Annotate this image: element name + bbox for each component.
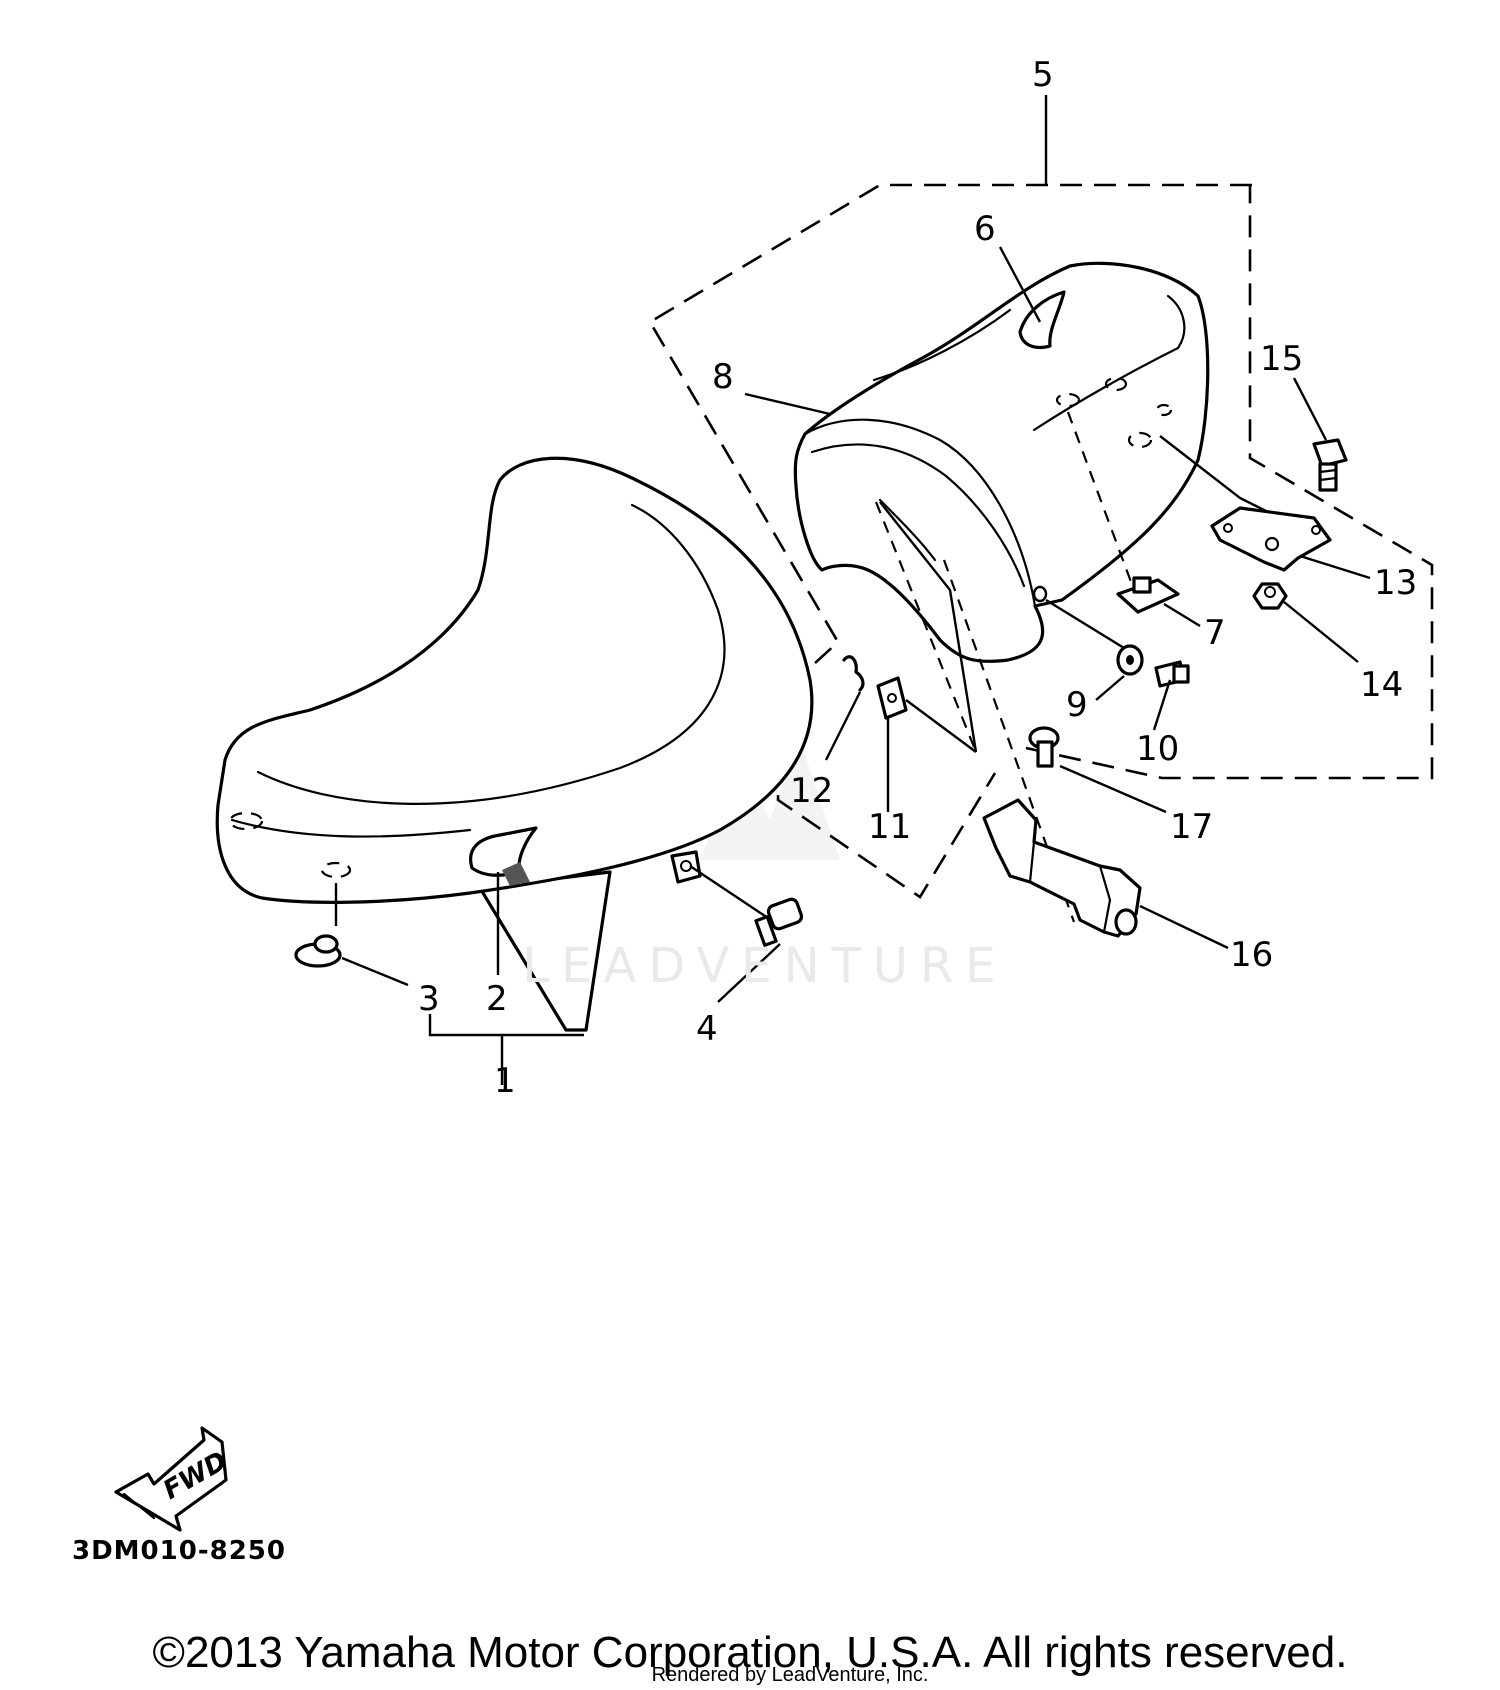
square-nut-part-11 (876, 676, 908, 720)
rear-seat-edge (803, 418, 1037, 608)
callout-8: 8 (712, 357, 734, 397)
assembly-line-7 (1066, 411, 1136, 591)
callout-8-leader (744, 392, 831, 416)
bolt-part-15 (1312, 438, 1348, 492)
nut-part-14 (1252, 582, 1288, 610)
assembly-line-9 (1045, 598, 1125, 650)
front-seat-bracket-hole (680, 860, 692, 872)
latch-part-16 (982, 798, 1142, 938)
callout-2: 2 (486, 979, 508, 1019)
rear-seat-left-seam (872, 308, 1012, 382)
callout-3-leader (341, 956, 409, 987)
rendered-by-notice: Rendered by LeadVenture, Inc. (651, 1664, 929, 1686)
callout-4: 4 (696, 1009, 718, 1049)
front-seat-hole-bottom (320, 861, 352, 879)
hook-part-6 (1018, 290, 1066, 350)
callout-15-leader (1292, 377, 1328, 441)
assembly-5-boundary (648, 183, 1434, 899)
fwd-arrow-icon: FWD (114, 1426, 232, 1532)
rear-seat-top-seam (1032, 294, 1186, 432)
assembly-line-11c (905, 699, 977, 753)
bracket-part-13 (1210, 506, 1332, 572)
screw-part-10 (1154, 660, 1190, 688)
bolt-part-17 (1028, 726, 1060, 768)
callout-11: 11 (868, 807, 911, 847)
callout-7-leader (1163, 602, 1201, 628)
callout-14: 14 (1360, 665, 1403, 705)
assembly-line-13 (1159, 435, 1269, 514)
rear-seat-edge-inner (810, 443, 1026, 588)
rear-seat-side-hole (1032, 585, 1048, 603)
front-seat-seam (256, 503, 726, 805)
rear-seat-body (793, 261, 1210, 663)
callout-13: 13 (1374, 563, 1417, 603)
callout-1-bracket (428, 1014, 584, 1085)
watermark-text: LEADVENTURE (522, 938, 1008, 994)
rear-seat-hole-1 (1055, 392, 1081, 408)
callout-7: 7 (1204, 613, 1226, 653)
callout-3: 3 (418, 979, 440, 1019)
callout-10: 10 (1136, 729, 1179, 769)
assembly-line-11b (879, 501, 978, 753)
callout-12: 12 (790, 771, 833, 811)
rear-seat-hole-4 (1155, 403, 1173, 417)
callout-16: 16 (1230, 935, 1273, 975)
front-seat-hook (469, 826, 538, 877)
rear-seat-part-8 (793, 261, 1210, 663)
assembly-line-11 (874, 501, 978, 753)
copyright-notice: ©2013 Yamaha Motor Corporation, U.S.A. A… (152, 1628, 1348, 1677)
front-seat-hook-mesh (502, 862, 530, 886)
clip-part-12 (842, 655, 865, 692)
callout-16-leader (1139, 904, 1229, 950)
front-seat-part-1 (215, 456, 814, 1032)
callout-9: 9 (1066, 685, 1088, 725)
front-seat-body (215, 456, 814, 904)
callout-1: 1 (494, 1061, 516, 1101)
rear-seat-inside (878, 498, 937, 562)
callout-4-leader (717, 943, 781, 1003)
callout-10-leader (1152, 679, 1172, 731)
callout-14-leader (1283, 601, 1359, 663)
callout-6: 6 (974, 209, 996, 249)
callout-17-leader (1059, 764, 1167, 814)
callout-17: 17 (1170, 807, 1213, 847)
nut-plate-part-7 (1116, 576, 1180, 614)
bolt-part-4 (689, 865, 804, 947)
washer-part-9 (1116, 644, 1144, 676)
rear-seat-hole-2 (1104, 376, 1128, 392)
callout-9-leader (1095, 675, 1125, 701)
callout-12-leader (824, 691, 862, 761)
diagram-code: 3DM010-8250 (72, 1536, 286, 1566)
callout-5: 5 (1032, 55, 1054, 95)
grommet-part-3 (294, 883, 342, 968)
callout-13-leader (1299, 554, 1371, 580)
front-seat-hole-left (228, 811, 264, 831)
rear-seat-hole-3 (1127, 431, 1153, 449)
callout-15: 15 (1260, 339, 1303, 379)
callout-6-leader (998, 246, 1042, 323)
